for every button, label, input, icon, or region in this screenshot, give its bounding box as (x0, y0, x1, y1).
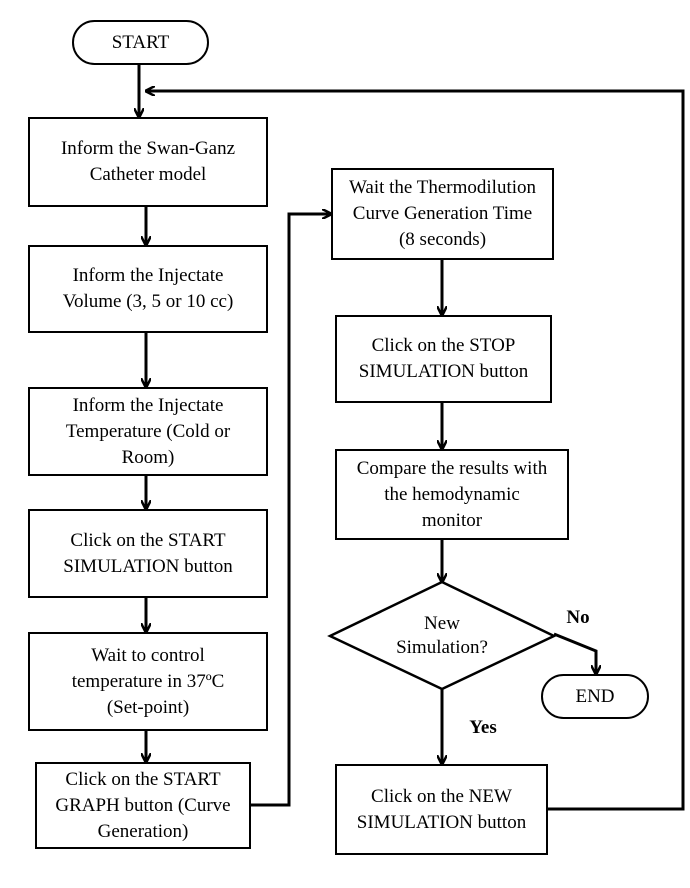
step-new-simulation: Click on the NEW SIMULATION button (335, 764, 548, 855)
step-stop-simulation: Click on the STOP SIMULATION button (335, 315, 552, 403)
step-inform-catheter: Inform the Swan-Ganz Catheter model (28, 117, 268, 207)
decision-label: New Simulation? (396, 613, 488, 658)
step-inform-volume: Inform the Injectate Volume (3, 5 or 10 … (28, 245, 268, 333)
step-compare-results: Compare the results with the hemodynamic… (335, 449, 569, 540)
decision-diamond (327, 580, 557, 691)
step-wait-curve: Wait the Thermodilution Curve Generation… (331, 168, 554, 260)
end-terminal: END (541, 674, 649, 719)
arrow-loop-back (146, 91, 685, 811)
branch-no-label: No (566, 607, 590, 628)
branch-yes-label: Yes (469, 717, 497, 738)
step-start-simulation: Click on the START SIMULATION button (28, 509, 268, 598)
step-inform-temperature: Inform the Injectate Temperature (Cold o… (28, 387, 268, 476)
step-wait-temperature: Wait to control temperature in 37ºC (Set… (28, 632, 268, 731)
arrow-startgraph-to-waitcurve (251, 214, 331, 807)
start-terminal: START (72, 20, 209, 65)
arrow-no-to-end (553, 632, 596, 674)
step-start-graph: Click on the START GRAPH button (Curve G… (35, 762, 251, 849)
